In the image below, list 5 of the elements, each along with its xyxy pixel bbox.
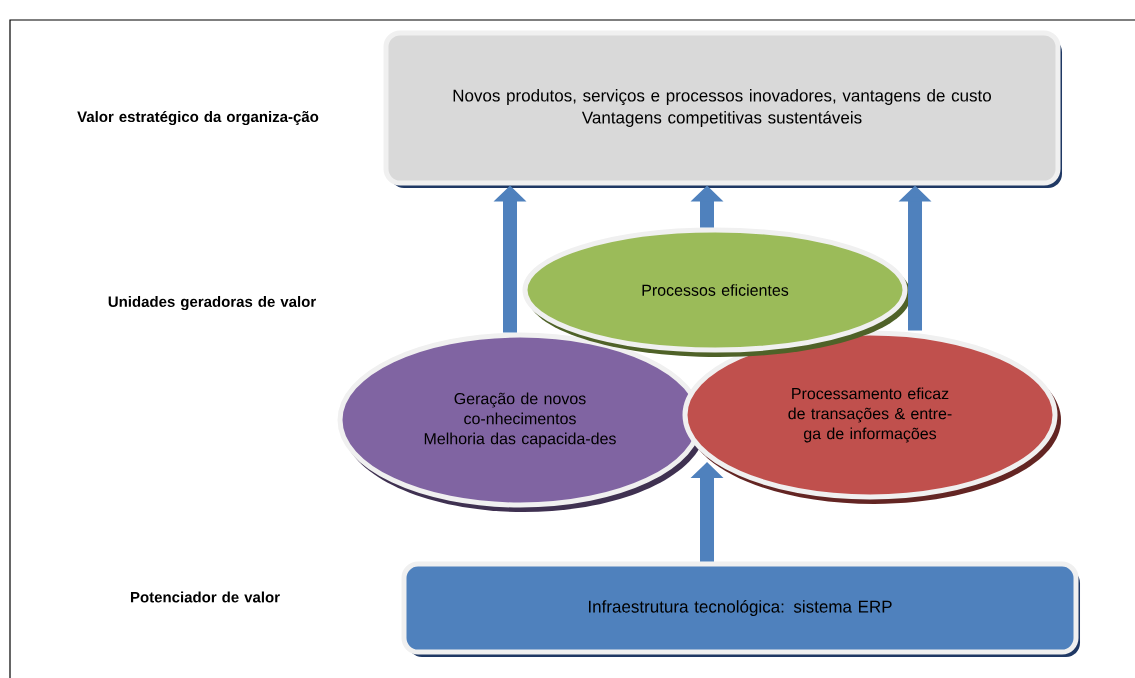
process-box: Novos produtos, serviços e processos inovadores, vantagens de custo Vantagens competitivas sustentáveis bbox=[383, 30, 1062, 188]
heading: Potenciador de valor bbox=[131, 591, 280, 603]
process-box: Infraestrutura tecnológica: sistema ERP bbox=[401, 561, 1080, 657]
heading: Unidades geradoras de valor bbox=[108, 296, 316, 311]
heading: Valor estratégico da organiza-ção bbox=[77, 110, 319, 126]
